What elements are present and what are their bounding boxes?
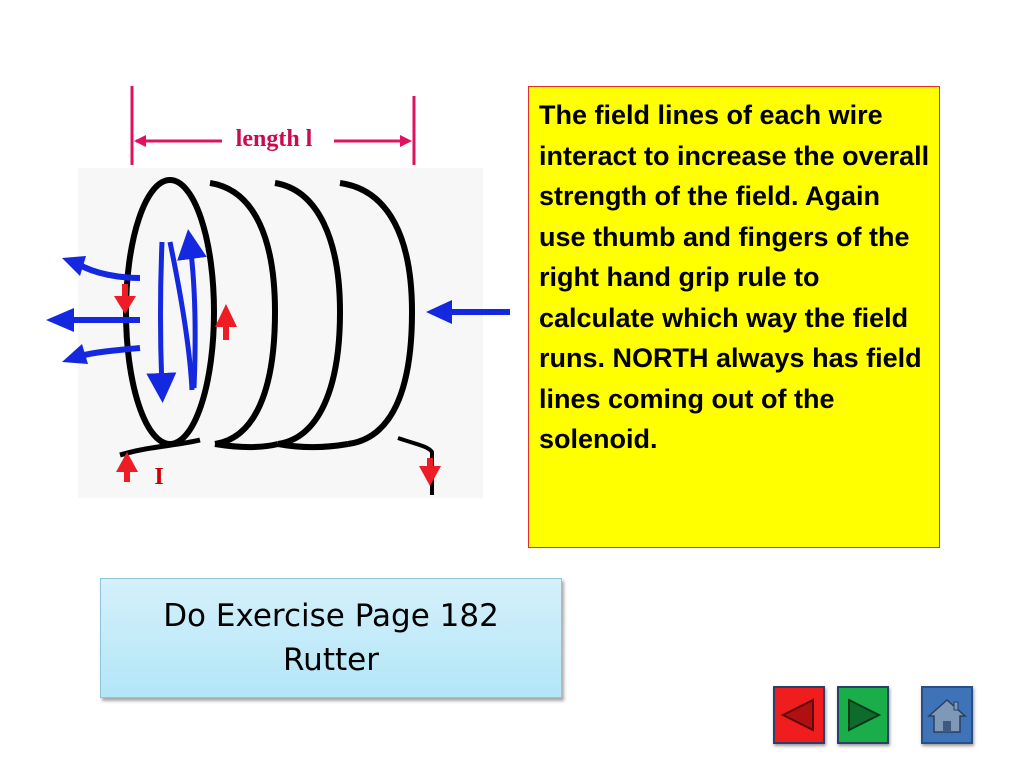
- coil-loop-4: [339, 180, 416, 447]
- coil: [119, 177, 434, 495]
- field-arrow-right: [426, 300, 510, 324]
- previous-slide-button[interactable]: [773, 686, 825, 744]
- house-icon: [927, 698, 967, 733]
- current-arrows: [114, 284, 441, 486]
- length-dimension: length l: [130, 86, 416, 165]
- coil-lead-right: [397, 436, 434, 495]
- coil-loop-2: [209, 180, 279, 447]
- current-label: I: [154, 464, 163, 490]
- exercise-text: Do Exercise Page 182 Rutter: [163, 598, 499, 678]
- info-text: The field lines of each wire interact to…: [539, 100, 930, 454]
- length-label: length l: [236, 126, 313, 152]
- coil-lead-left: [119, 437, 201, 458]
- solenoid-diagram: length l: [46, 86, 510, 498]
- next-slide-button[interactable]: [837, 686, 889, 744]
- home-button[interactable]: [921, 686, 973, 744]
- field-arrows-left: [46, 256, 141, 364]
- triangle-right-icon: [848, 698, 882, 732]
- inner-field-line: [146, 229, 207, 403]
- coil-loop-3: [274, 180, 344, 447]
- exercise-box: Do Exercise Page 182 Rutter: [100, 578, 562, 698]
- info-box: The field lines of each wire interact to…: [528, 86, 940, 548]
- triangle-left-icon: [780, 698, 814, 732]
